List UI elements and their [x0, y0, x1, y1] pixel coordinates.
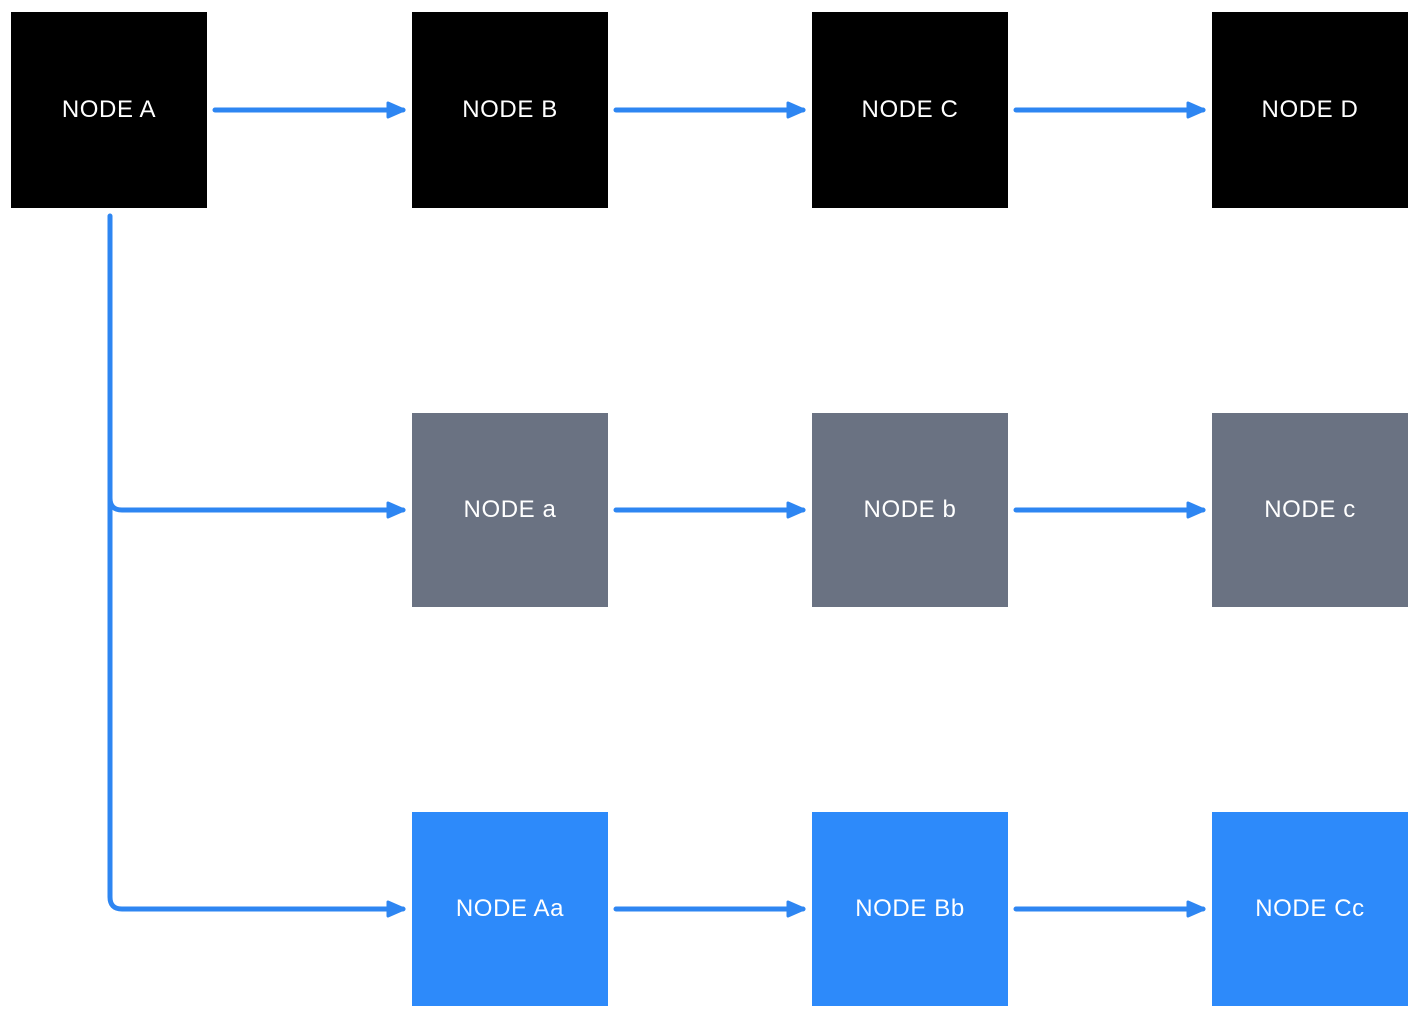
node-b-lower: NODE b	[812, 413, 1008, 607]
node-d-upper: NODE D	[1212, 12, 1408, 208]
node-label: NODE A	[61, 96, 157, 123]
node-label: NODE b	[863, 496, 957, 523]
node-cc: NODE Cc	[1212, 812, 1408, 1006]
node-a-upper: NODE A	[11, 12, 207, 208]
node-label: NODE c	[1264, 496, 1356, 523]
node-aa: NODE Aa	[412, 812, 608, 1006]
node-bb: NODE Bb	[812, 812, 1008, 1006]
node-label: NODE a	[463, 496, 557, 523]
node-label: NODE B	[462, 96, 558, 123]
node-c-lower: NODE c	[1212, 413, 1408, 607]
edge-nodeA-nodea	[107, 467, 406, 519]
node-label: NODE Bb	[855, 895, 965, 922]
node-label: NODE Aa	[455, 895, 565, 922]
node-c-upper: NODE C	[812, 12, 1008, 208]
node-label: NODE D	[1261, 96, 1359, 123]
node-label: NODE C	[861, 96, 959, 123]
node-label: NODE Cc	[1255, 895, 1365, 922]
node-a-lower: NODE a	[412, 413, 608, 607]
edge-nodeA-nodeAa	[107, 213, 406, 918]
node-b-upper: NODE B	[412, 12, 608, 208]
